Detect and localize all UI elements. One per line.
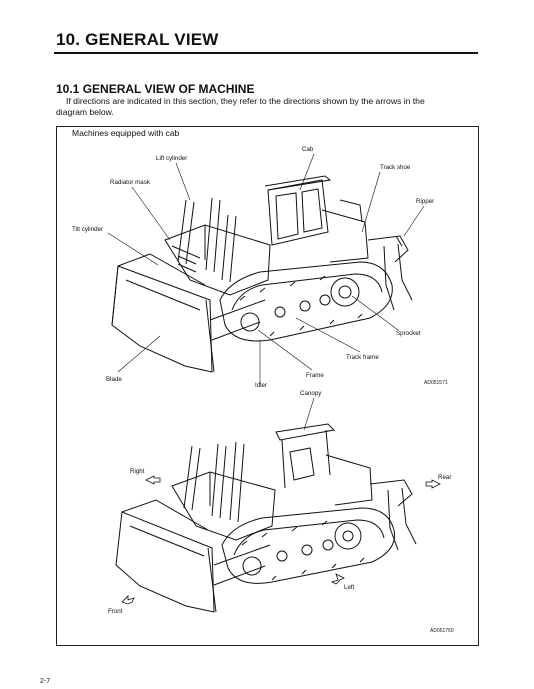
intro-line-1: If directions are indicated in this sect… — [66, 96, 425, 106]
chapter-rule — [54, 52, 478, 54]
label-ripper: Ripper — [416, 198, 435, 205]
label-front: Front — [108, 608, 123, 615]
label-rear: Rear — [438, 474, 452, 481]
direction-arrows — [122, 476, 440, 604]
label-cab: Cab — [302, 146, 314, 153]
figure-caption: Machines equipped with cab — [72, 128, 180, 138]
leader-lines — [108, 154, 424, 430]
label-sprocket: Sprocket — [396, 330, 421, 337]
label-blade: Blade — [106, 376, 122, 383]
label-right: Right — [130, 468, 145, 475]
chapter-title: 10. GENERAL VIEW — [56, 30, 219, 49]
bulldozer-canopy-drawing — [116, 424, 416, 612]
figure-frame — [56, 126, 479, 646]
label-track-shoe: Track shoe — [380, 164, 411, 171]
bulldozer-cab-drawing — [112, 176, 412, 372]
label-tilt-cylinder: Tilt cylinder — [72, 226, 104, 233]
section-title: 10.1 GENERAL VIEW OF MACHINE — [56, 82, 255, 96]
section-intro: If directions are indicated in this sect… — [56, 96, 480, 118]
figure-code-bottom: AD051760 — [430, 628, 454, 634]
label-track-frame: Track frame — [346, 354, 379, 361]
label-left: Left — [344, 584, 355, 591]
figure-code-top: AD051571 — [424, 380, 448, 386]
page-number: 2-7 — [40, 678, 51, 685]
label-lift-cylinder: Lift cylinder — [156, 155, 188, 162]
label-idler: Idler — [255, 382, 268, 389]
label-canopy: Canopy — [300, 390, 322, 397]
intro-line-2: diagram below. — [56, 107, 114, 117]
label-radiator-mask: Radiator mask — [110, 179, 150, 186]
label-frame: Frame — [306, 372, 324, 379]
